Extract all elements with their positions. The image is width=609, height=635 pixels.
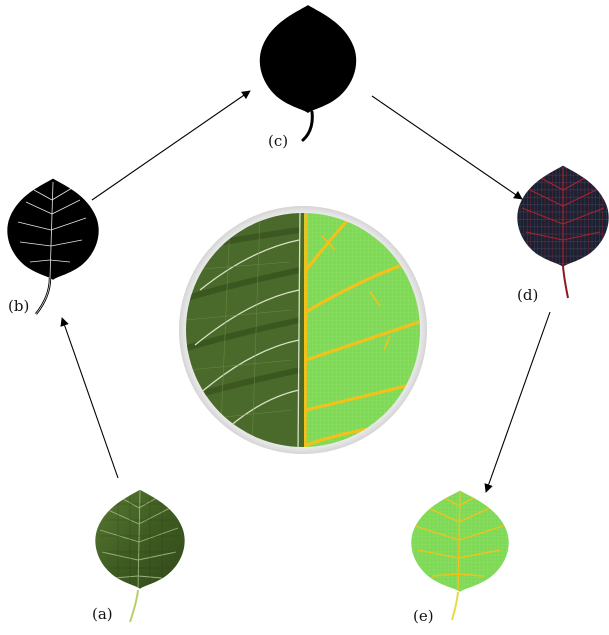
stage-b-label: (b) — [8, 297, 29, 315]
natural-texture-half — [180, 205, 304, 455]
stage-a-label: (a) — [92, 605, 113, 623]
arrow-d-to-e — [486, 312, 550, 492]
arrow-c-to-d — [372, 96, 522, 199]
stage-d-label: (d) — [517, 286, 538, 304]
arrow-b-to-c — [92, 91, 250, 200]
magnified-detail-circle — [179, 205, 434, 455]
segmented-texture-half — [304, 205, 434, 455]
stage-c-silhouette — [260, 5, 356, 140]
stage-c-label: (c) — [268, 132, 288, 150]
stage-e-label: (e) — [413, 607, 434, 625]
stage-e-segmented-leaf — [411, 490, 508, 620]
stage-b-vein-silhouette — [7, 179, 98, 314]
arrow-a-to-b — [62, 318, 118, 478]
stage-d-grid-leaf — [517, 166, 608, 298]
stage-a-natural-leaf — [95, 490, 184, 622]
